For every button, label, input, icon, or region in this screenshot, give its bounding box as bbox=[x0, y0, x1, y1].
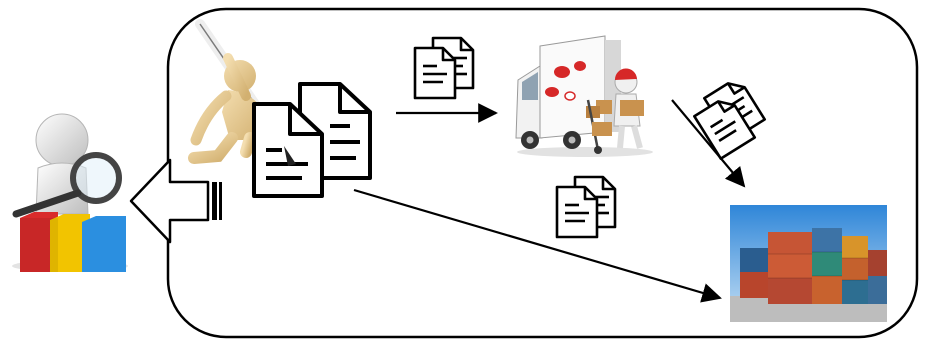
document-search-archive-icon bbox=[12, 113, 128, 272]
arrow-documents-to-containers bbox=[353, 188, 722, 303]
documents-icon bbox=[687, 75, 772, 160]
shipping-containers-icon bbox=[730, 205, 887, 322]
arrow-to-containers bbox=[671, 99, 746, 188]
delivery-truck-icon bbox=[515, 35, 653, 157]
documents-icon bbox=[413, 36, 475, 100]
archive-arrow bbox=[129, 158, 222, 244]
documents-icon bbox=[555, 175, 617, 239]
main-documents-icon bbox=[252, 82, 372, 198]
person-with-pen-icon bbox=[188, 19, 297, 164]
